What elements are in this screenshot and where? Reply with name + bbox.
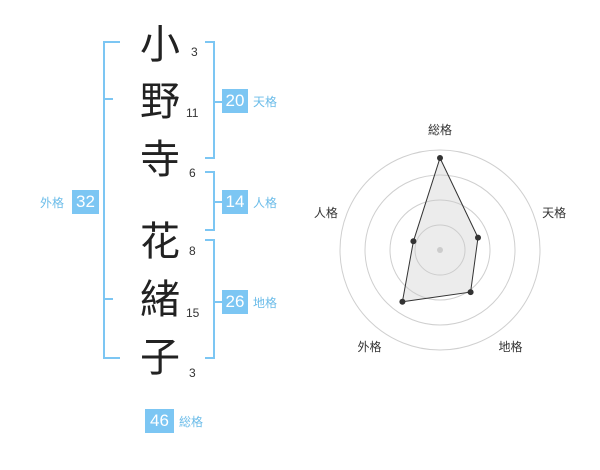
radar-axis-label-2: 天格: [542, 205, 566, 220]
jinkaku-bracket-spine: [213, 171, 215, 231]
tenkaku-bracket-bottom: [205, 157, 215, 159]
soukaku-label: 総格: [179, 415, 204, 429]
radar-data-area: [401, 156, 479, 303]
tenkaku-value-badge: 20: [222, 89, 248, 113]
radar-point-4: [399, 298, 406, 305]
given-strokes-3: 3: [189, 366, 196, 380]
gaikaku-bracket-top: [103, 41, 120, 43]
given-strokes-2: 15: [186, 306, 200, 320]
radar-axis-label-4: 外格: [357, 339, 381, 354]
gaikaku-bracket-tick-2: [105, 298, 113, 300]
radar-center-dot: [437, 247, 443, 253]
chikaku-bracket-bottom: [205, 357, 215, 359]
gaikaku-bracket-tick-1: [105, 98, 113, 100]
surname-strokes-1: 3: [191, 45, 198, 59]
surname-char-1: 小: [140, 22, 180, 68]
radar-axis-label-1: 総格: [428, 122, 452, 137]
jinkaku-label: 人格: [253, 196, 278, 210]
radar-grid-ring: [339, 149, 541, 351]
gaikaku-label: 外格: [40, 196, 65, 210]
gaikaku-value-badge: 32: [72, 190, 99, 214]
radar-grid-ring: [389, 199, 491, 301]
radar-point-2: [475, 234, 481, 241]
soukaku-value-badge: 46: [145, 409, 174, 433]
chikaku-bracket-spine: [213, 239, 215, 359]
surname-char-3: 寺: [140, 137, 180, 183]
radar-point-5: [410, 238, 417, 245]
tenkaku-bracket-link: [215, 101, 222, 103]
tenkaku-label: 天格: [253, 95, 278, 109]
jinkaku-bracket-top: [205, 171, 215, 173]
surname-char-2: 野: [140, 79, 180, 125]
gaikaku-bracket-spine: [103, 41, 105, 359]
tenkaku-bracket-spine: [213, 41, 215, 159]
tenkaku-bracket-top: [205, 41, 215, 43]
radar-point-3: [467, 289, 474, 296]
radar-axis-label-5: 人格: [314, 205, 338, 220]
chikaku-bracket-top: [205, 239, 215, 241]
radar-grid-ring: [364, 174, 516, 326]
radar-point-1: [437, 155, 443, 161]
given-char-2: 緒: [140, 277, 180, 323]
chikaku-label: 地格: [253, 296, 278, 310]
surname-strokes-3: 6: [189, 166, 196, 180]
jinkaku-bracket-link: [215, 201, 222, 203]
surname-strokes-2: 11: [186, 106, 199, 120]
jinkaku-bracket-bottom: [205, 229, 215, 231]
given-char-3: 子: [140, 335, 180, 381]
given-strokes-1: 8: [189, 244, 196, 258]
jinkaku-value-badge: 14: [222, 190, 248, 214]
gaikaku-bracket-bottom: [103, 357, 120, 359]
given-char-1: 花: [140, 219, 180, 265]
chikaku-bracket-link: [215, 301, 222, 303]
radar-axis-label-3: 地格: [498, 339, 522, 354]
radar-grid-ring: [414, 224, 466, 276]
chikaku-value-badge: 26: [222, 290, 248, 314]
